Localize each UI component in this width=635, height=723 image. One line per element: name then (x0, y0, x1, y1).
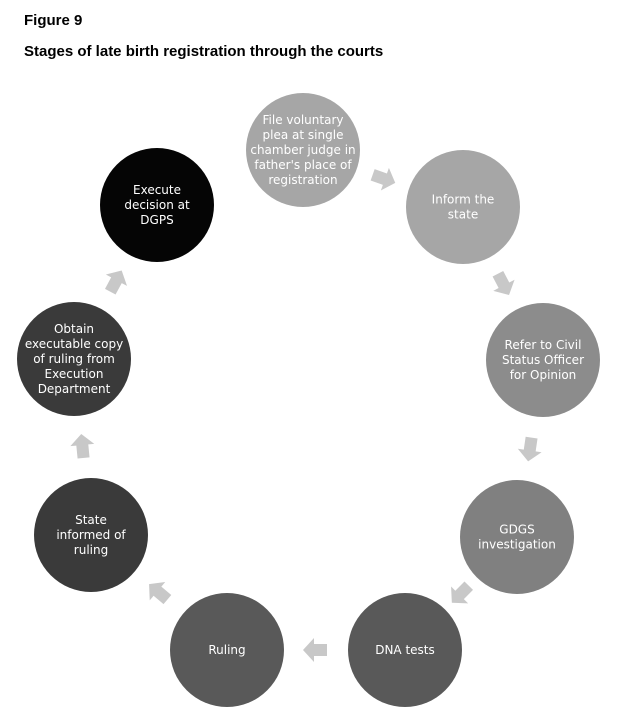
stage-label-line: Refer to Civil (505, 338, 582, 352)
stage-node: DNA tests (348, 593, 462, 707)
stage-label-line: chamber judge in (250, 143, 355, 157)
flow-arrow-icon (149, 582, 172, 605)
stage-label-line: File voluntary (263, 113, 344, 127)
stage-label-line: Department (38, 382, 111, 396)
flow-arrow-icon (303, 638, 327, 662)
stage-label-line: father's place of (254, 158, 352, 172)
stage-label-line: for Opinion (510, 368, 577, 382)
stage-label-line: Obtain (54, 322, 94, 336)
stage-label-line: investigation (478, 538, 556, 552)
stage-label-line: Execute (133, 183, 181, 197)
flow-arrow-icon (104, 270, 128, 295)
stage-circle (406, 150, 520, 264)
stage-label-line: plea at single (263, 128, 344, 142)
stage-circle (348, 593, 462, 707)
stage-circle (34, 478, 148, 592)
flow-arrow-icon (370, 167, 396, 191)
stage-circle (17, 302, 131, 416)
stage-circle (170, 593, 284, 707)
figure-title: Stages of late birth registration throug… (24, 43, 384, 60)
stage-label-line: DNA tests (375, 643, 435, 657)
arrows-layer (70, 167, 542, 662)
flow-arrow-icon (451, 581, 474, 604)
stage-label-line: decision at (124, 198, 190, 212)
stage-circle (100, 148, 214, 262)
flow-arrow-icon (492, 270, 515, 296)
stage-label-line: informed of (56, 528, 126, 542)
stage-label-line: DGPS (140, 213, 173, 227)
figure-label: Figure 9 (24, 12, 83, 29)
flow-arrow-icon (517, 436, 542, 462)
stage-circle (460, 480, 574, 594)
stage-label-line: of ruling from (33, 352, 115, 366)
stage-label-line: registration (268, 173, 337, 187)
stage-label-line: Ruling (208, 643, 245, 657)
stage-label-line: Inform the (432, 193, 495, 207)
stage-label-line: executable copy (25, 337, 123, 351)
stage-label-line: ruling (74, 543, 108, 557)
stage-circle (486, 303, 600, 417)
flow-arrow-icon (70, 434, 95, 459)
stage-node: Ruling (170, 593, 284, 707)
stage-label-line: state (448, 208, 478, 222)
stage-label-line: Status Officer (502, 353, 584, 367)
stage-label-line: Execution (45, 367, 104, 381)
stage-label-line: GDGS (499, 523, 534, 537)
stage-circle (246, 93, 360, 207)
stage-label-line: State (75, 513, 107, 527)
